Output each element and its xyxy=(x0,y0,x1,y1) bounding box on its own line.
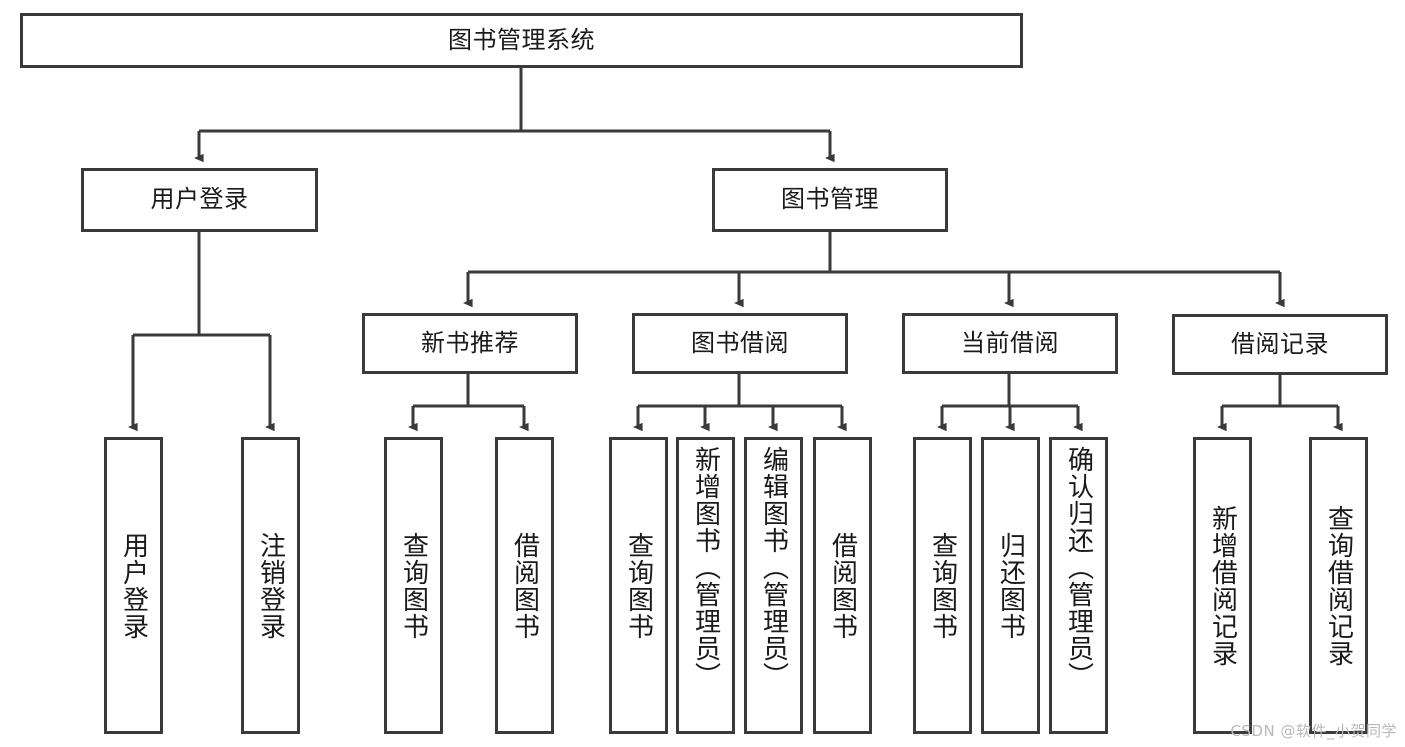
leaf-add-book-label: 新增图书（管理员） xyxy=(690,446,721,689)
node-book-manage[interactable]: 图书管理 xyxy=(712,168,948,232)
leaf-borrow-book-2-label: 借阅图书 xyxy=(827,531,858,640)
node-current-borrow[interactable]: 当前借阅 xyxy=(902,313,1118,374)
leaf-borrow-book-2[interactable]: 借阅图书 xyxy=(813,437,872,734)
leaf-return-book[interactable]: 归还图书 xyxy=(981,437,1040,734)
node-book-borrow[interactable]: 图书借阅 xyxy=(632,313,848,374)
leaf-edit-book-label: 编辑图书（管理员） xyxy=(758,446,789,689)
leaf-query-book-3[interactable]: 查询图书 xyxy=(913,437,972,734)
node-book-manage-label: 图书管理 xyxy=(781,185,879,214)
leaf-user-login-label: 用户登录 xyxy=(118,531,149,640)
leaf-logout[interactable]: 注销登录 xyxy=(241,437,300,734)
leaf-confirm-return-label: 确认归还（管理员） xyxy=(1063,446,1094,689)
leaf-query-record-label: 查询借阅记录 xyxy=(1323,504,1354,667)
leaf-borrow-book-1-label: 借阅图书 xyxy=(509,531,540,640)
node-new-book-rec-label: 新书推荐 xyxy=(421,328,519,357)
leaf-add-book[interactable]: 新增图书（管理员） xyxy=(676,437,735,734)
node-root-label: 图书管理系统 xyxy=(448,25,595,54)
leaf-query-book-1-label: 查询图书 xyxy=(398,531,429,640)
node-user-login[interactable]: 用户登录 xyxy=(81,168,318,232)
node-borrow-record-label: 借阅记录 xyxy=(1231,329,1329,358)
leaf-confirm-return[interactable]: 确认归还（管理员） xyxy=(1049,437,1108,734)
leaf-add-record[interactable]: 新增借阅记录 xyxy=(1193,437,1252,734)
leaf-return-book-label: 归还图书 xyxy=(995,531,1026,640)
watermark-text: CSDN @软件_小贺同学 xyxy=(1230,722,1397,740)
leaf-user-login[interactable]: 用户登录 xyxy=(104,437,163,734)
node-book-borrow-label: 图书借阅 xyxy=(691,328,789,357)
leaf-query-book-1[interactable]: 查询图书 xyxy=(384,437,443,734)
node-current-borrow-label: 当前借阅 xyxy=(961,328,1059,357)
node-new-book-rec[interactable]: 新书推荐 xyxy=(362,313,578,374)
leaf-borrow-book-1[interactable]: 借阅图书 xyxy=(495,437,554,734)
leaf-query-book-2-label: 查询图书 xyxy=(623,531,654,640)
node-root[interactable]: 图书管理系统 xyxy=(20,13,1023,68)
leaf-add-record-label: 新增借阅记录 xyxy=(1207,504,1238,667)
leaf-query-book-3-label: 查询图书 xyxy=(927,531,958,640)
leaf-edit-book[interactable]: 编辑图书（管理员） xyxy=(744,437,803,734)
node-user-login-label: 用户登录 xyxy=(150,185,249,214)
node-borrow-record[interactable]: 借阅记录 xyxy=(1172,314,1388,375)
leaf-query-book-2[interactable]: 查询图书 xyxy=(609,437,668,734)
leaf-logout-label: 注销登录 xyxy=(255,531,286,640)
leaf-query-record[interactable]: 查询借阅记录 xyxy=(1309,437,1368,734)
